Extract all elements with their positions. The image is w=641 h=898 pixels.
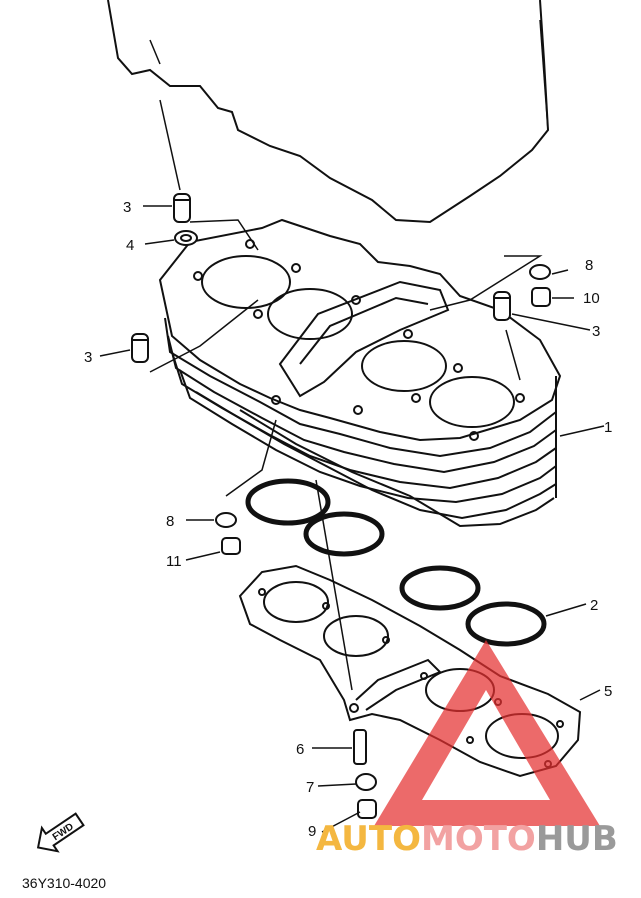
callout-label: 3 [592,323,600,340]
callout-label: 9 [308,823,316,840]
watermark-text-moto: MOTO [421,819,536,859]
callout-label: 3 [84,349,92,366]
watermark-text-hub: HUB [536,819,618,859]
callout-label: 1 [604,419,612,436]
callout-label: 8 [166,513,174,530]
callout-label: 4 [126,237,134,254]
callout-label: 3 [123,199,131,216]
callout-label: 7 [306,779,314,796]
crankcase-outline [107,0,550,224]
leader-lines [99,99,605,833]
callout-label: 2 [590,597,598,614]
cylinder-block [158,218,562,528]
watermark-logo: AUTOMOTOHUB [316,640,618,859]
callout-label: 11 [166,553,182,570]
callout-label: 8 [585,257,593,274]
callout-label: 10 [583,290,600,307]
forward-arrow-icon: FWD [36,812,85,853]
callout-label: 6 [296,741,304,758]
watermark-text-auto: AUTO [316,819,421,859]
dowel-pin-icon [131,193,511,363]
svg-text:AUTOMOTOHUB: AUTOMOTOHUB [316,819,618,859]
callout-labels: 3 4 3 8 10 3 1 8 11 2 5 6 7 9 [84,199,612,840]
watermark-triangle-icon [374,640,600,826]
o-rings [245,478,547,647]
diagram-code: 36Y310-4020 [22,875,106,891]
washer-icon [174,230,551,819]
callout-label: 5 [604,683,612,700]
